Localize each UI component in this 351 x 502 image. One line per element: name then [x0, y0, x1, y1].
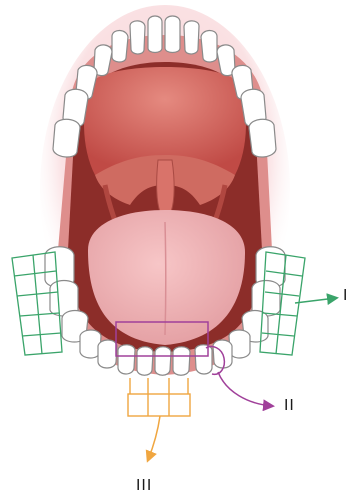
- tooth: [137, 347, 153, 376]
- region-3-grid: [128, 378, 190, 416]
- tooth: [98, 340, 117, 368]
- tooth: [148, 16, 162, 53]
- uvula: [157, 160, 174, 217]
- region-3-pointer: [148, 416, 160, 460]
- tooth: [112, 30, 128, 62]
- tooth: [165, 16, 180, 53]
- tooth: [195, 345, 212, 374]
- tooth: [155, 347, 171, 376]
- tooth: [118, 345, 135, 374]
- tooth: [130, 21, 145, 54]
- region-1-pointer: [295, 298, 336, 303]
- region-3-label: III: [136, 478, 152, 493]
- tooth: [173, 347, 190, 376]
- tooth: [249, 119, 276, 157]
- region-2-label: II: [284, 398, 295, 413]
- tooth: [53, 119, 80, 157]
- tongue-midline: [165, 222, 166, 335]
- tooth: [201, 30, 217, 62]
- tooth: [184, 21, 199, 54]
- region-1-label: I: [343, 288, 348, 303]
- region-2-pointer: [218, 372, 272, 406]
